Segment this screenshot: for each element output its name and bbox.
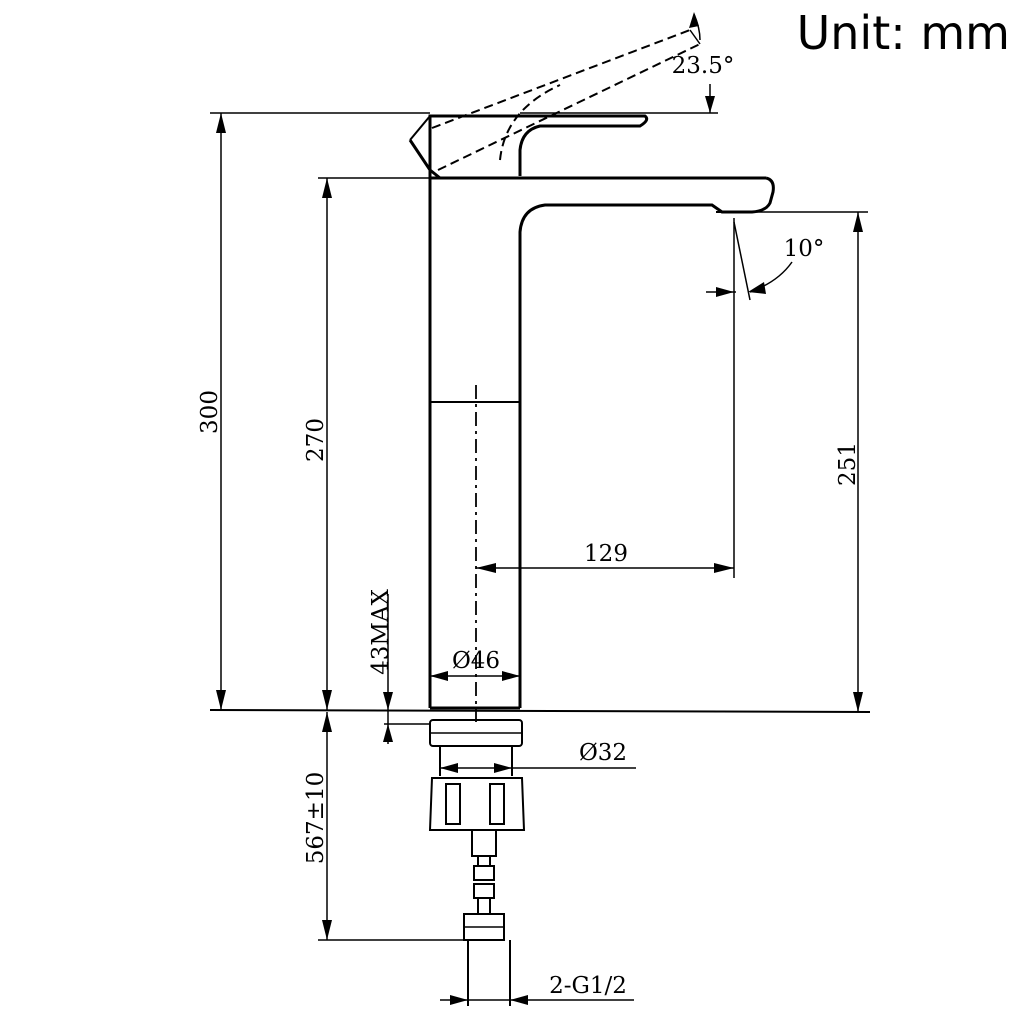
- dim-lever-angle: 23.5°: [520, 12, 735, 114]
- spout-angle-label: 10°: [784, 236, 825, 262]
- dim-body-diameter: Ø46: [430, 648, 520, 681]
- dim-hose-connector: 2-G1/2: [440, 973, 634, 1005]
- unit-label: Unit: mm: [796, 6, 1010, 60]
- dim-thread-diameter: Ø32: [440, 740, 636, 773]
- body-diameter-label: Ø46: [452, 648, 500, 674]
- dim-spout-height: 251: [716, 211, 868, 712]
- dim-total-height: 300: [197, 112, 430, 710]
- lever-handle: [408, 29, 701, 180]
- deck-line: [209, 709, 871, 713]
- dim-spout-angle: 10°: [706, 221, 825, 301]
- deck-thickness-label: 43MAX: [368, 588, 394, 674]
- thread-diameter-label: Ø32: [579, 740, 627, 766]
- hose-length-label: 567±10: [303, 772, 329, 864]
- dim-hose-length: 567±10: [303, 712, 464, 941]
- faucet-body: [428, 176, 775, 710]
- dim-body-height: 270: [303, 177, 430, 710]
- dim-spout-reach: 129: [476, 218, 735, 578]
- threaded-shank: [428, 719, 526, 831]
- body-height-label: 270: [303, 418, 329, 462]
- spout-height-label: 251: [835, 442, 861, 486]
- hose: [463, 829, 511, 1006]
- lever-angle-label: 23.5°: [672, 53, 735, 79]
- hose-connector-label: 2-G1/2: [549, 973, 627, 999]
- total-height-label: 300: [197, 390, 223, 434]
- dim-deck-thickness: 43MAX: [368, 588, 430, 744]
- spout-reach-label: 129: [584, 541, 628, 567]
